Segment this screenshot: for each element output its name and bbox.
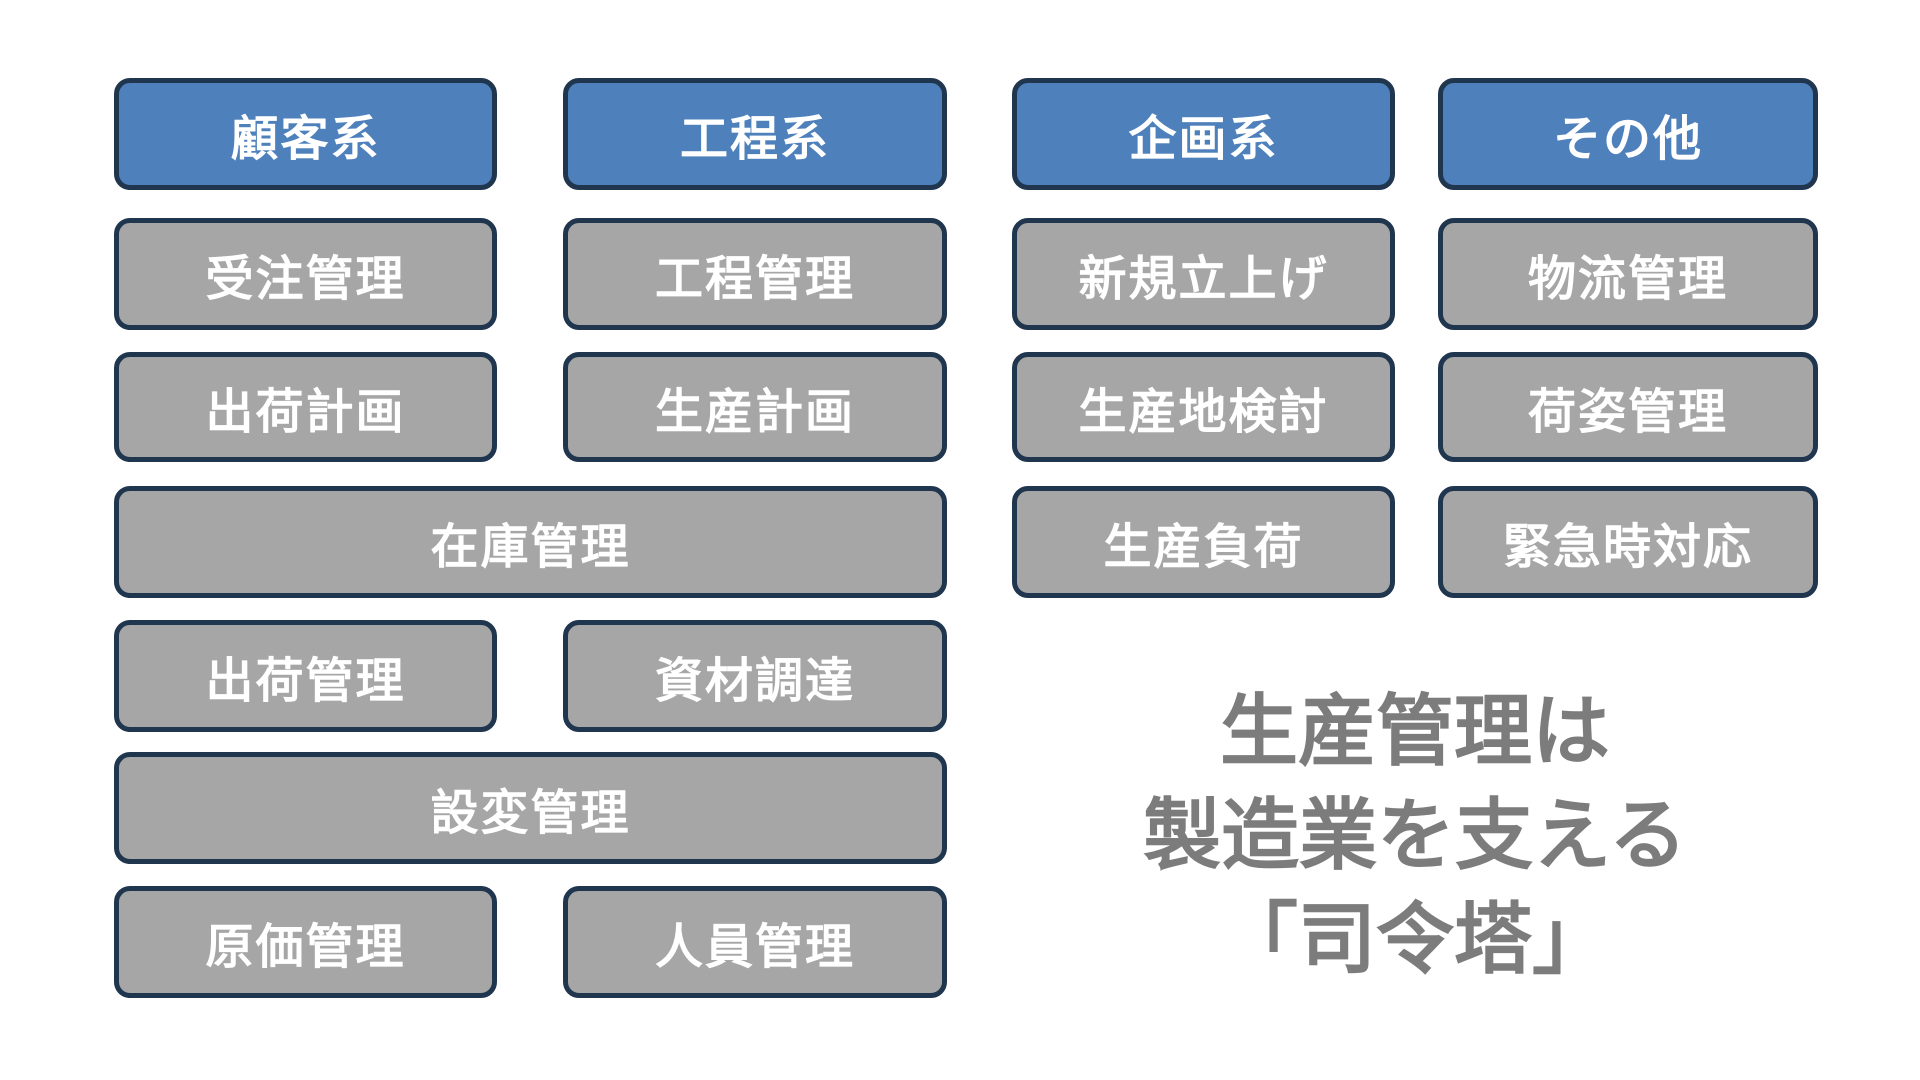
packaging-management-box: 荷姿管理 bbox=[1438, 352, 1818, 462]
others-category-header: その他 bbox=[1438, 78, 1818, 190]
caption-line-1: 生産管理は bbox=[1219, 687, 1610, 777]
new-launch-box: 新規立上げ bbox=[1012, 218, 1395, 330]
production-load-box: 生産負荷 bbox=[1012, 486, 1395, 598]
caption-line-2: 製造業を支える bbox=[1143, 791, 1687, 881]
material-procurement-box: 資材調達 bbox=[563, 620, 947, 732]
inventory-management-box: 在庫管理 bbox=[114, 486, 947, 598]
emergency-response-box: 緊急時対応 bbox=[1438, 486, 1818, 598]
order-management-box: 受注管理 bbox=[114, 218, 497, 330]
slide-caption: 生産管理は 製造業を支える 「司令塔」 bbox=[1012, 680, 1818, 992]
design-change-management-box: 設変管理 bbox=[114, 752, 947, 864]
cost-management-box: 原価管理 bbox=[114, 886, 497, 998]
personnel-management-box: 人員管理 bbox=[563, 886, 947, 998]
logistics-management-box: 物流管理 bbox=[1438, 218, 1818, 330]
production-plan-box: 生産計画 bbox=[563, 352, 947, 462]
production-site-study-box: 生産地検討 bbox=[1012, 352, 1395, 462]
process-category-header: 工程系 bbox=[563, 78, 947, 190]
process-management-box: 工程管理 bbox=[563, 218, 947, 330]
caption-line-3: 「司令塔」 bbox=[1219, 895, 1610, 985]
shipping-plan-box: 出荷計画 bbox=[114, 352, 497, 462]
customer-category-header: 顧客系 bbox=[114, 78, 497, 190]
shipping-management-box: 出荷管理 bbox=[114, 620, 497, 732]
planning-category-header: 企画系 bbox=[1012, 78, 1395, 190]
